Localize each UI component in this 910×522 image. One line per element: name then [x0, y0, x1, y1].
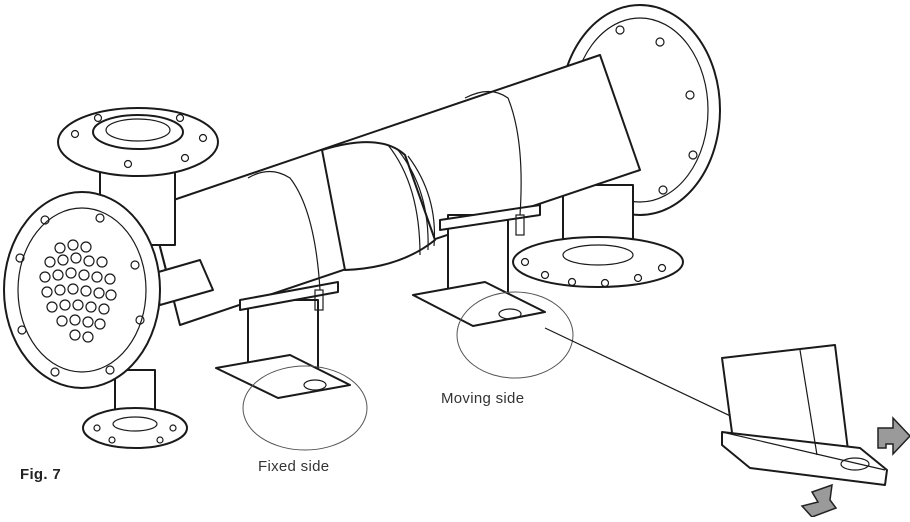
moving-side-label: Moving side	[441, 390, 525, 407]
fixed-support	[215, 170, 368, 451]
left-bottom-nozzle	[82, 369, 188, 449]
arrow-up-icon	[877, 416, 910, 456]
right-bottom-nozzle	[512, 184, 684, 288]
expansion-joint	[321, 141, 436, 271]
fixed-side-highlight-circle	[242, 365, 368, 451]
tube-bundle	[39, 239, 117, 343]
fixed-side-label: Fixed side	[258, 458, 330, 475]
figure-number: Fig. 7	[20, 466, 61, 483]
left-top-nozzle	[57, 107, 219, 246]
arrow-down-icon	[800, 483, 838, 518]
moving-support	[412, 90, 574, 379]
left-tube-sheet	[3, 191, 161, 389]
moving-side-highlight-circle	[456, 291, 574, 379]
detail-view	[721, 344, 888, 486]
